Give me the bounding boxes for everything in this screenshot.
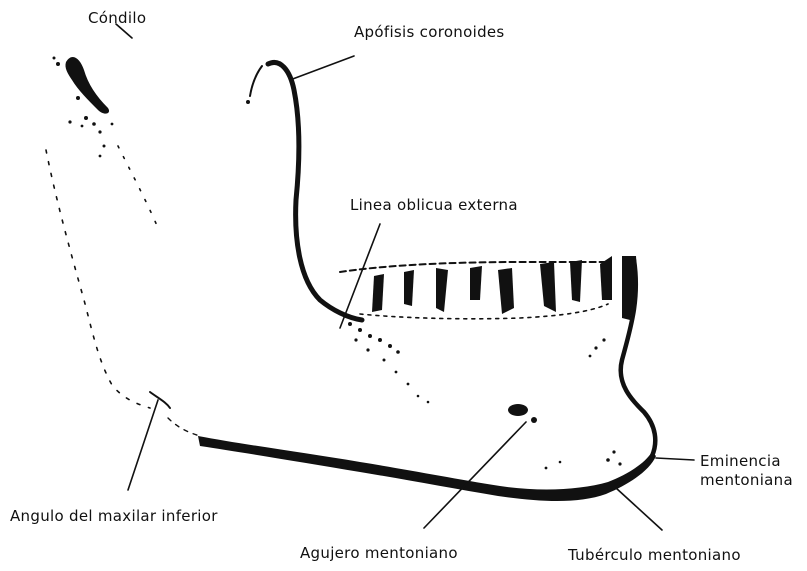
chin-front	[589, 260, 656, 466]
label-external-oblique-line: Linea oblicua externa	[350, 197, 518, 214]
mental-foramen-drawing	[508, 404, 561, 469]
coronoid-and-anterior-ramus	[246, 62, 362, 320]
teeth-row	[340, 256, 637, 320]
label-mental-eminence: Eminencia mentoniana	[700, 452, 793, 490]
mandible-lower-border	[150, 392, 656, 501]
label-coronoid-process: Apófisis coronoides	[354, 24, 505, 41]
label-mental-tubercle: Tubérculo mentoniano	[568, 547, 741, 564]
leader-mental-eminence	[656, 458, 694, 460]
leader-mental-foramen	[424, 422, 526, 528]
condyle-drawing	[53, 57, 114, 158]
label-mandible-angle: Angulo del maxilar inferior	[10, 508, 218, 525]
label-mental-foramen: Agujero mentoniano	[300, 545, 458, 562]
leader-angle	[128, 400, 158, 490]
leader-coronoid	[290, 56, 354, 80]
leader-mental-tubercle	[616, 488, 662, 530]
oblique-line-shading	[348, 322, 429, 403]
label-condyle: Cóndilo	[88, 10, 146, 27]
ramus-posterior-border	[46, 146, 158, 408]
